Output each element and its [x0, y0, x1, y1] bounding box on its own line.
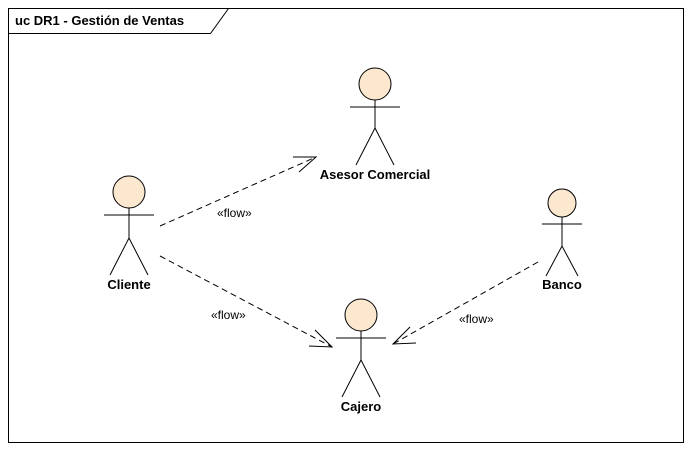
flow-banco-cajero: «flow» — [391, 261, 539, 345]
actor-legs-icon — [341, 358, 381, 398]
diagram-frame: uc DR1 - Gestión de Ventas — [8, 8, 684, 443]
flow-label: «flow» — [211, 308, 246, 322]
actor-legs-icon — [545, 244, 579, 277]
actor-head-icon — [344, 298, 378, 332]
actor-label: Cajero — [341, 399, 382, 414]
frame-title: uc DR1 - Gestión de Ventas — [15, 13, 184, 28]
actor-label: Cliente — [107, 277, 150, 292]
flow-label: «flow» — [217, 206, 252, 220]
frame-border — [8, 8, 684, 443]
actor-cliente: Cliente — [104, 175, 154, 292]
actor-label: Banco — [542, 277, 582, 292]
actor-head-icon — [112, 175, 146, 209]
actor-legs-icon — [355, 126, 395, 166]
flow-line — [159, 156, 317, 227]
actor-asesor-comercial: Asesor Comercial — [320, 67, 431, 182]
actor-cajero: Cajero — [336, 298, 386, 414]
actor-head-icon — [358, 67, 392, 101]
arrowhead-icon — [391, 326, 417, 345]
arrowhead-icon — [293, 156, 318, 173]
flow-label: «flow» — [459, 312, 494, 326]
actor-legs-icon — [109, 236, 149, 276]
actor-head-icon — [547, 188, 577, 218]
flow-line — [392, 261, 539, 345]
frame-title-tab — [8, 8, 229, 34]
actor-label: Asesor Comercial — [320, 167, 431, 182]
actor-banco: Banco — [542, 188, 582, 292]
flow-line — [159, 255, 333, 348]
arrowhead-icon — [308, 329, 334, 348]
flow-cliente-asesor: «flow» — [159, 156, 318, 227]
flow-cliente-cajero: «flow» — [159, 255, 334, 348]
